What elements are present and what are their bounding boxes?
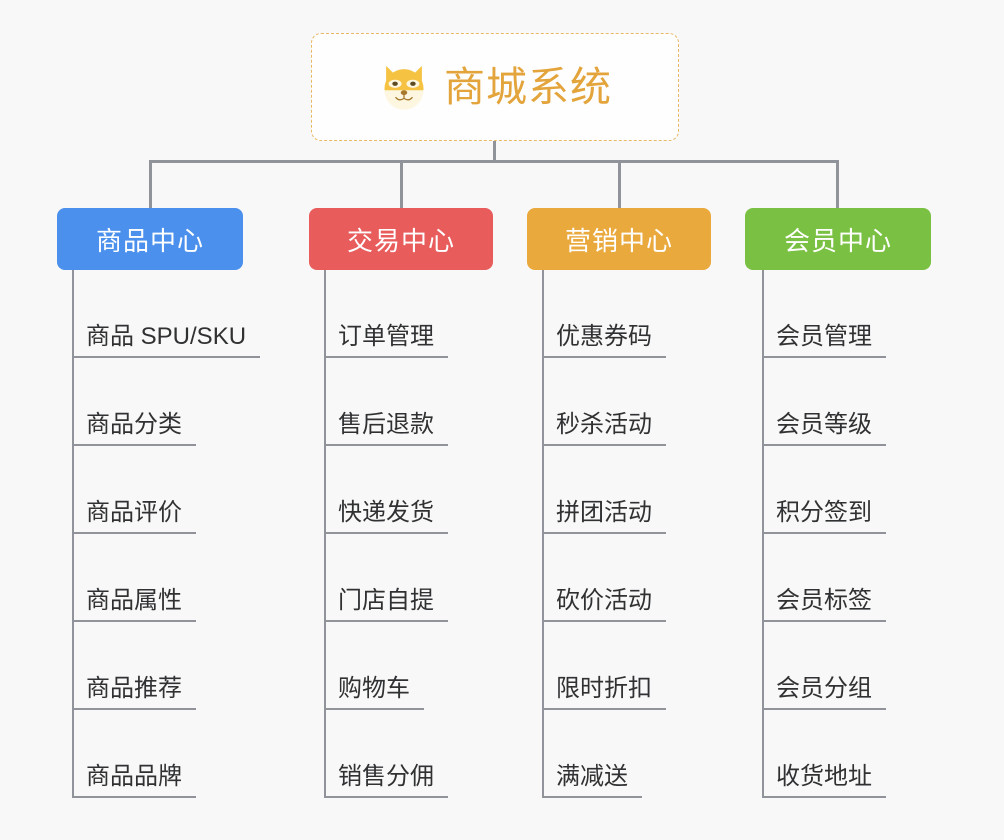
leaf-item[interactable]: 收货地址 <box>762 710 886 798</box>
category-label-product-center: 商品中心 <box>95 225 204 256</box>
leaf-item-label: 门店自提 <box>338 586 434 614</box>
connector-horizontal-bus <box>149 160 839 163</box>
leaf-item[interactable]: 会员分组 <box>762 622 886 710</box>
root-title: 商城系统 <box>444 63 612 110</box>
leaf-item[interactable]: 会员标签 <box>762 534 886 622</box>
connector-root-stem <box>493 141 496 163</box>
category-label-member-center: 会员中心 <box>783 225 892 256</box>
leaf-item-label: 商品属性 <box>86 586 182 614</box>
leaf-item-label: 商品推荐 <box>86 674 182 702</box>
leaf-item-label: 销售分佣 <box>338 762 434 790</box>
leaf-spine-product-center <box>72 270 74 798</box>
leaf-item[interactable]: 商品品牌 <box>72 710 196 798</box>
category-label-trade-center: 交易中心 <box>346 225 455 256</box>
connector-drop-marketing-center <box>618 160 621 208</box>
leaf-item[interactable]: 门店自提 <box>324 534 448 622</box>
leaf-item-label: 会员分组 <box>776 674 872 702</box>
leaf-item[interactable]: 购物车 <box>324 622 424 710</box>
leaf-item-label: 售后退款 <box>338 410 434 438</box>
leaf-item[interactable]: 优惠券码 <box>542 270 666 358</box>
category-label-marketing-center: 营销中心 <box>564 225 673 256</box>
leaf-item[interactable]: 销售分佣 <box>324 710 448 798</box>
leaf-item-label: 秒杀活动 <box>556 410 652 438</box>
leaf-spine-member-center <box>762 270 764 798</box>
leaf-item[interactable]: 售后退款 <box>324 358 448 446</box>
leaf-item-label: 拼团活动 <box>556 498 652 526</box>
leaf-item-label: 积分签到 <box>776 498 872 526</box>
leaf-item-label: 收货地址 <box>776 762 872 790</box>
leaf-item[interactable]: 拼团活动 <box>542 446 666 534</box>
leaf-item[interactable]: 会员管理 <box>762 270 886 358</box>
leaf-item-label: 商品评价 <box>86 498 182 526</box>
leaf-item-label: 限时折扣 <box>556 674 652 702</box>
category-box-trade-center[interactable]: 交易中心 <box>309 208 493 270</box>
leaf-item-label: 购物车 <box>338 674 410 702</box>
leaf-item[interactable]: 会员等级 <box>762 358 886 446</box>
connector-drop-trade-center <box>400 160 403 208</box>
leaf-item-label: 满减送 <box>556 762 628 790</box>
leaf-item[interactable]: 限时折扣 <box>542 622 666 710</box>
leaf-item[interactable]: 商品分类 <box>72 358 196 446</box>
leaf-item[interactable]: 积分签到 <box>762 446 886 534</box>
leaf-item-label: 快递发货 <box>338 498 434 526</box>
leaf-item[interactable]: 商品推荐 <box>72 622 196 710</box>
leaf-item[interactable]: 秒杀活动 <box>542 358 666 446</box>
leaf-item-label: 订单管理 <box>338 322 434 350</box>
category-box-product-center[interactable]: 商品中心 <box>57 208 243 270</box>
leaf-item-label: 商品分类 <box>86 410 182 438</box>
leaf-item-label: 会员管理 <box>776 322 872 350</box>
leaf-item-label: 砍价活动 <box>556 586 652 614</box>
leaf-item-label: 会员标签 <box>776 586 872 614</box>
leaf-item[interactable]: 砍价活动 <box>542 534 666 622</box>
category-box-member-center[interactable]: 会员中心 <box>745 208 931 270</box>
leaf-item-label: 优惠券码 <box>556 322 652 350</box>
leaf-item[interactable]: 快递发货 <box>324 446 448 534</box>
leaf-item[interactable]: 商品评价 <box>72 446 196 534</box>
shiba-dog-face-icon <box>384 65 424 110</box>
leaf-spine-trade-center <box>324 270 326 798</box>
leaf-spine-marketing-center <box>542 270 544 798</box>
category-box-marketing-center[interactable]: 营销中心 <box>527 208 711 270</box>
leaf-item-label: 商品 SPU/SKU <box>86 322 247 350</box>
connector-drop-member-center <box>836 160 839 208</box>
leaf-item[interactable]: 满减送 <box>542 710 642 798</box>
leaf-item[interactable]: 订单管理 <box>324 270 448 358</box>
root-node[interactable]: 商城系统 <box>311 33 679 141</box>
leaf-item-label: 商品品牌 <box>86 762 182 790</box>
leaf-item-label: 会员等级 <box>776 410 872 438</box>
connector-drop-product-center <box>149 160 152 208</box>
leaf-item[interactable]: 商品 SPU/SKU <box>72 270 261 358</box>
leaf-item[interactable]: 商品属性 <box>72 534 196 622</box>
